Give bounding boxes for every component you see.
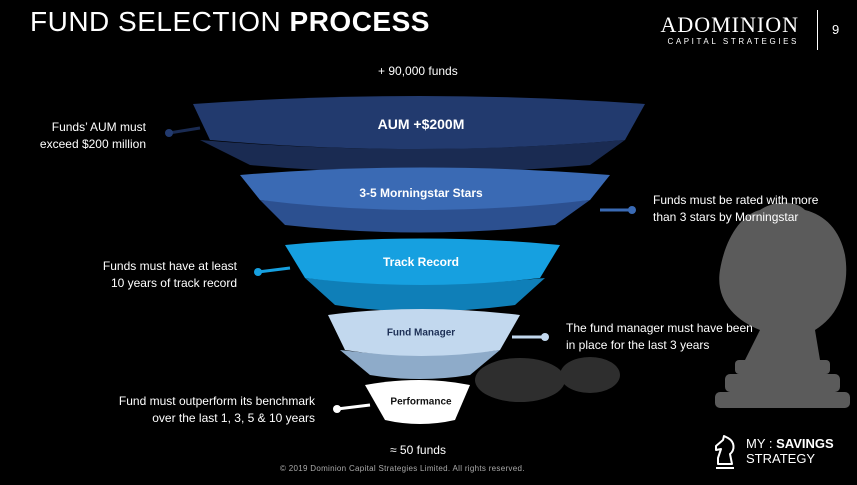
stage-label-fund-manager: Fund Manager — [386, 327, 456, 339]
connector-aum — [165, 126, 201, 137]
funnel-stage-morningstar — [240, 167, 610, 233]
stage-label-performance: Performance — [390, 396, 452, 408]
header-divider — [817, 10, 818, 50]
stage-label-aum: AUM +$200M — [377, 116, 465, 132]
connector-fund-manager — [512, 333, 549, 341]
criterion-track-record: Funds must have at least 10 years of tra… — [102, 259, 237, 290]
funnel-bottom-note: ≈ 50 funds — [390, 443, 446, 457]
logo-subtitle: CAPITAL STRATEGIES — [667, 37, 799, 46]
knight-icon — [715, 435, 735, 469]
criterion-performance: Fund must outperform its benchmark over … — [118, 394, 315, 425]
funnel-top-note: + 90,000 funds — [378, 64, 458, 78]
criterion-morningstar: Funds must be rated with more than 3 sta… — [653, 193, 819, 224]
page-number: 9 — [832, 22, 840, 37]
connector-morningstar — [600, 206, 636, 214]
criterion-aum: Funds’ AUM must exceed $200 million — [39, 120, 146, 151]
chess-knight-image — [715, 202, 850, 408]
brand-text: MY : SAVINGS STRATEGY — [746, 436, 834, 466]
funnel-stage-track-record — [285, 238, 560, 312]
stage-label-morningstar: 3-5 Morningstar Stars — [359, 186, 483, 200]
stage-label-track-record: Track Record — [382, 255, 460, 269]
logo-wordmark: ADOMINION — [660, 12, 799, 37]
criterion-fund-manager: The fund manager must have been in place… — [566, 321, 753, 352]
dominion-logo: ADOMINION CAPITAL STRATEGIES — [660, 12, 799, 46]
connector-performance — [333, 403, 371, 413]
fallen-pieces-image — [475, 357, 620, 402]
connector-track-record — [254, 266, 291, 276]
page-title: FUND SELECTION PROCESS — [30, 6, 430, 37]
funnel-stage-performance — [365, 380, 470, 424]
funnel-stage-fund-manager — [328, 309, 520, 379]
copyright-text: © 2019 Dominion Capital Strategies Limit… — [280, 464, 525, 473]
funnel-stage-aum — [193, 96, 645, 173]
